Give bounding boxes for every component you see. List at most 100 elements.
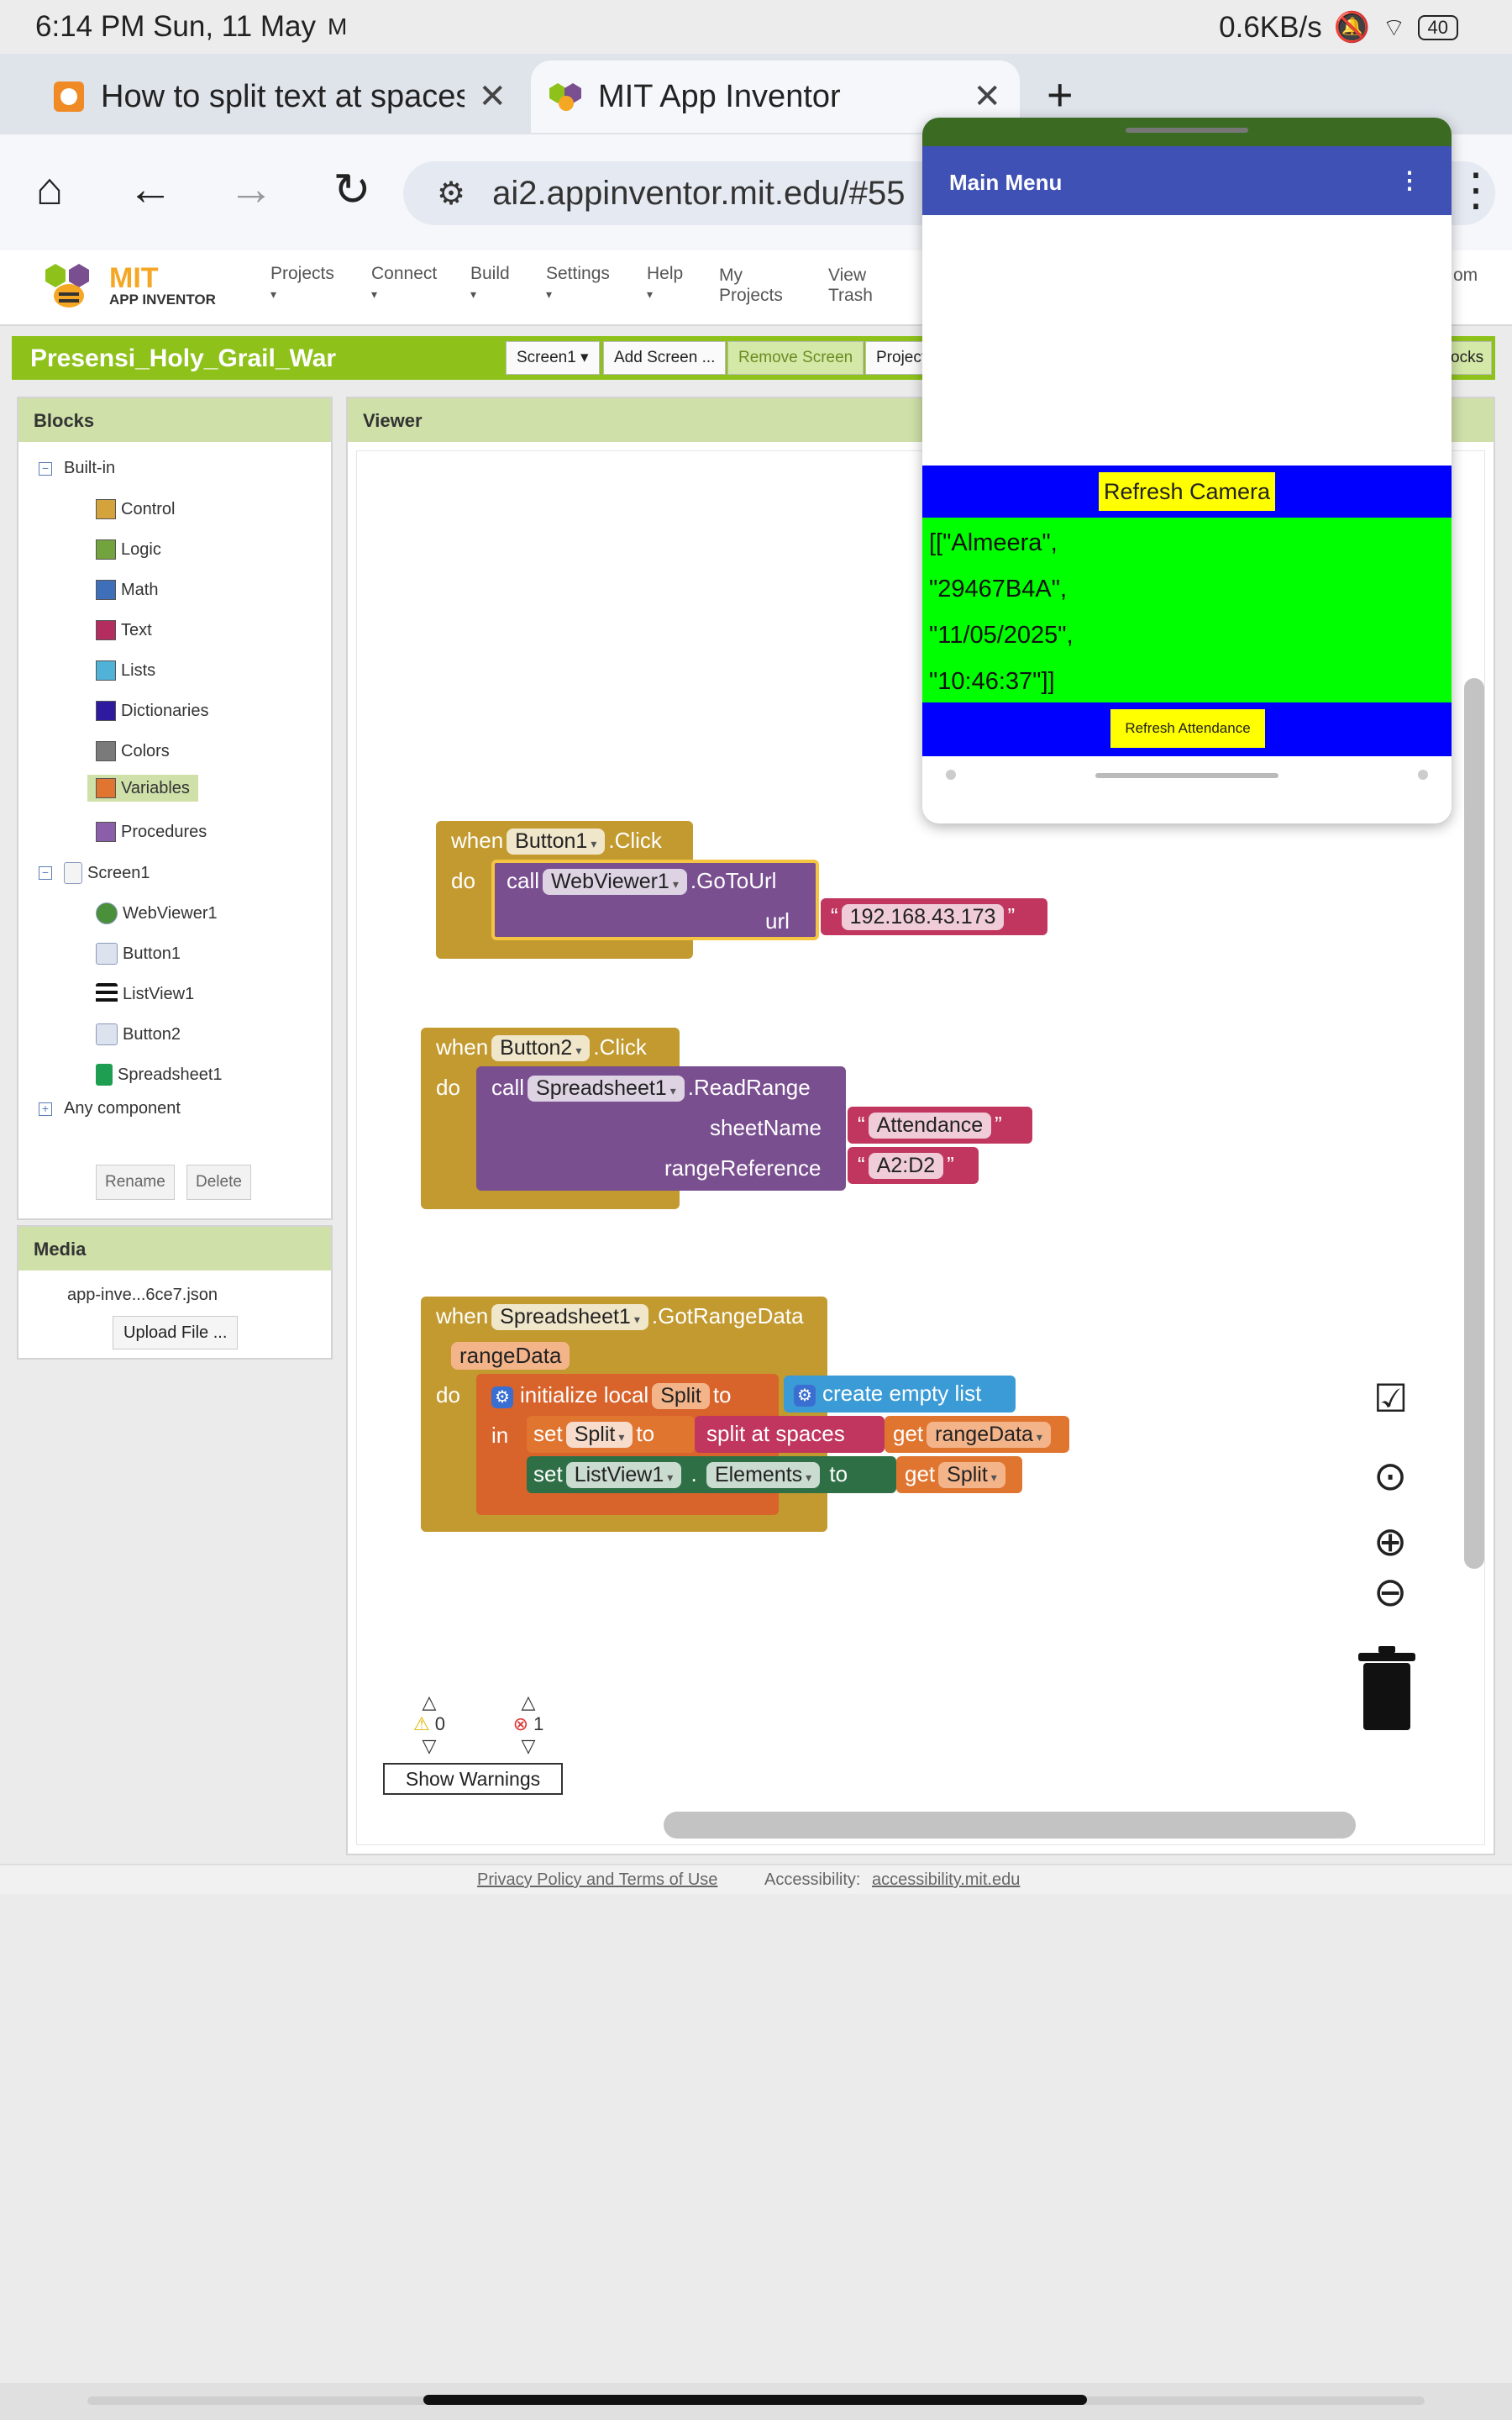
component-button1[interactable]: Button1 [96,943,181,965]
gear-icon[interactable]: ⚙ [794,1385,816,1407]
screen-select-button[interactable]: Screen1 ▾ [506,341,600,375]
close-icon[interactable]: ✕ [973,78,1001,115]
text-block[interactable]: “A2:D2” [848,1147,979,1184]
menu-projects[interactable]: Projects▾ [270,264,334,301]
list-item[interactable]: "11/05/2025", [929,622,1074,649]
up-arrow-icon[interactable]: △ [422,1691,437,1712]
horizontal-scrollbar[interactable] [664,1812,1356,1839]
split-at-spaces-block[interactable]: split at spaces [695,1416,885,1453]
component-dropdown[interactable]: WebViewer1▾ [543,869,687,895]
component-listview1[interactable]: ListView1 [96,983,194,1005]
warning-indicator[interactable]: △ ⚠ 0 ▽ [404,1691,454,1757]
vertical-scrollbar[interactable] [1464,678,1484,1569]
drawer-logic[interactable]: Logic [96,539,161,560]
resize-corner-dot[interactable] [946,770,956,780]
show-warnings-button[interactable]: Show Warnings [383,1763,563,1795]
drawer-dictionaries[interactable]: Dictionaries [96,701,208,721]
rename-button[interactable]: Rename [96,1165,175,1200]
variable-dropdown[interactable]: rangeData▾ [927,1422,1051,1448]
property-dropdown[interactable]: Elements▾ [706,1462,821,1488]
drawer-lists[interactable]: Lists [96,660,155,681]
text-value[interactable]: Attendance [868,1113,992,1139]
component-webviewer1[interactable]: WebViewer1 [96,902,218,924]
collapse-icon[interactable]: − [39,461,52,476]
media-file[interactable]: app-inve...6ce7.json [67,1286,218,1304]
accessibility-link[interactable]: accessibility.mit.edu [872,1870,1021,1889]
add-screen-button[interactable]: Add Screen ... [603,341,727,375]
webviewer-area[interactable] [922,215,1452,466]
variable-dropdown[interactable]: Split▾ [938,1462,1005,1488]
privacy-link[interactable]: Privacy Policy and Terms of Use [477,1870,718,1889]
drawer-control[interactable]: Control [96,499,175,519]
companion-preview-window[interactable]: Main Menu ⋮ Refresh Camera [["Almeera", … [922,118,1452,823]
component-dropdown[interactable]: Button2▾ [491,1035,591,1061]
drag-bar[interactable] [1126,128,1248,133]
window-drag-handle[interactable] [922,118,1452,146]
gear-icon[interactable]: ⚙ [491,1386,513,1408]
text-block[interactable]: “192.168.43.173” [821,898,1047,935]
recenter-target-icon[interactable]: ⊙ [1373,1455,1408,1499]
component-dropdown[interactable]: Button1▾ [507,829,606,855]
tab-mit-app-inventor[interactable]: MIT App Inventor ✕ [531,60,1020,133]
tree-screen1[interactable]: − Screen1 [39,862,150,884]
drawer-text[interactable]: Text [96,620,152,640]
down-arrow-icon[interactable]: ▽ [521,1735,536,1756]
more-menu-icon[interactable]: ⋮ [1453,165,1499,215]
tab-split-text[interactable]: How to split text at spaces ✕ [34,60,525,133]
refresh-camera-button[interactable]: Refresh Camera [1099,472,1275,511]
drawer-variables[interactable]: Variables [87,775,198,802]
text-value[interactable]: 192.168.43.173 [841,904,1005,930]
component-button2[interactable]: Button2 [96,1023,181,1045]
error-indicator[interactable]: △ ⊗ 1 ▽ [503,1691,554,1757]
component-spreadsheet1[interactable]: Spreadsheet1 [96,1064,223,1086]
trash-icon[interactable] [1355,1644,1419,1732]
zoom-in-icon[interactable]: ⊕ [1373,1520,1408,1565]
menu-settings[interactable]: Settings▾ [546,264,610,301]
resize-corner-dot[interactable] [1418,770,1428,780]
component-dropdown[interactable]: ListView1▾ [565,1462,682,1488]
overflow-menu-icon[interactable]: ⋮ [1398,167,1421,193]
menu-connect[interactable]: Connect▾ [371,264,438,301]
remove-screen-button[interactable]: Remove Screen [727,341,864,375]
component-dropdown[interactable]: Spreadsheet1▾ [528,1076,685,1102]
variable-name[interactable]: Split [652,1383,710,1409]
menu-my-projects[interactable]: My Projects [719,266,795,306]
list-item[interactable]: [["Almeera", [929,529,1058,556]
list-item[interactable]: "10:46:37"]] [929,668,1055,695]
listview[interactable]: [["Almeera", "29467B4A", "11/05/2025", "… [922,518,1452,702]
app-inventor-logo[interactable]: MIT APP INVENTOR [40,260,216,313]
gesture-handle[interactable] [423,2395,1087,2405]
project-properties-button[interactable]: Project [865,341,924,375]
down-arrow-icon[interactable]: ▽ [422,1735,437,1756]
list-item[interactable]: "29467B4A", [929,576,1068,602]
text-block[interactable]: “Attendance” [848,1107,1032,1144]
resize-bar[interactable] [1095,773,1278,778]
home-icon[interactable]: ⌂ [35,164,64,214]
drawer-procedures[interactable]: Procedures [96,822,207,842]
expand-icon[interactable]: + [39,1102,52,1116]
drawer-math[interactable]: Math [96,580,158,600]
new-tab-icon[interactable]: + [1047,70,1074,120]
menu-build[interactable]: Build▾ [470,264,510,301]
variable-dropdown[interactable]: Split▾ [565,1422,633,1448]
collapse-icon[interactable]: − [39,866,52,880]
refresh-attendance-button[interactable]: Refresh Attendance [1110,709,1265,748]
back-icon[interactable]: ← [128,164,173,214]
parameter-rangedata[interactable]: rangeData [451,1342,570,1370]
drawer-colors[interactable]: Colors [96,741,170,761]
forward-icon[interactable]: → [228,164,274,214]
tree-any-component[interactable]: + Any component [39,1099,181,1118]
tree-builtin[interactable]: − Built-in [39,459,115,478]
site-settings-icon[interactable]: ⚙ [437,176,466,212]
delete-button[interactable]: Delete [186,1165,251,1200]
up-arrow-icon[interactable]: △ [521,1691,536,1712]
reload-icon[interactable]: ↻ [333,165,371,215]
cleanup-checkbox-icon[interactable]: ☑ [1373,1376,1409,1420]
menu-view-trash[interactable]: View Trash [828,266,887,306]
menu-help[interactable]: Help▾ [647,264,684,301]
create-empty-list-block[interactable]: ⚙create empty list [784,1376,1016,1413]
